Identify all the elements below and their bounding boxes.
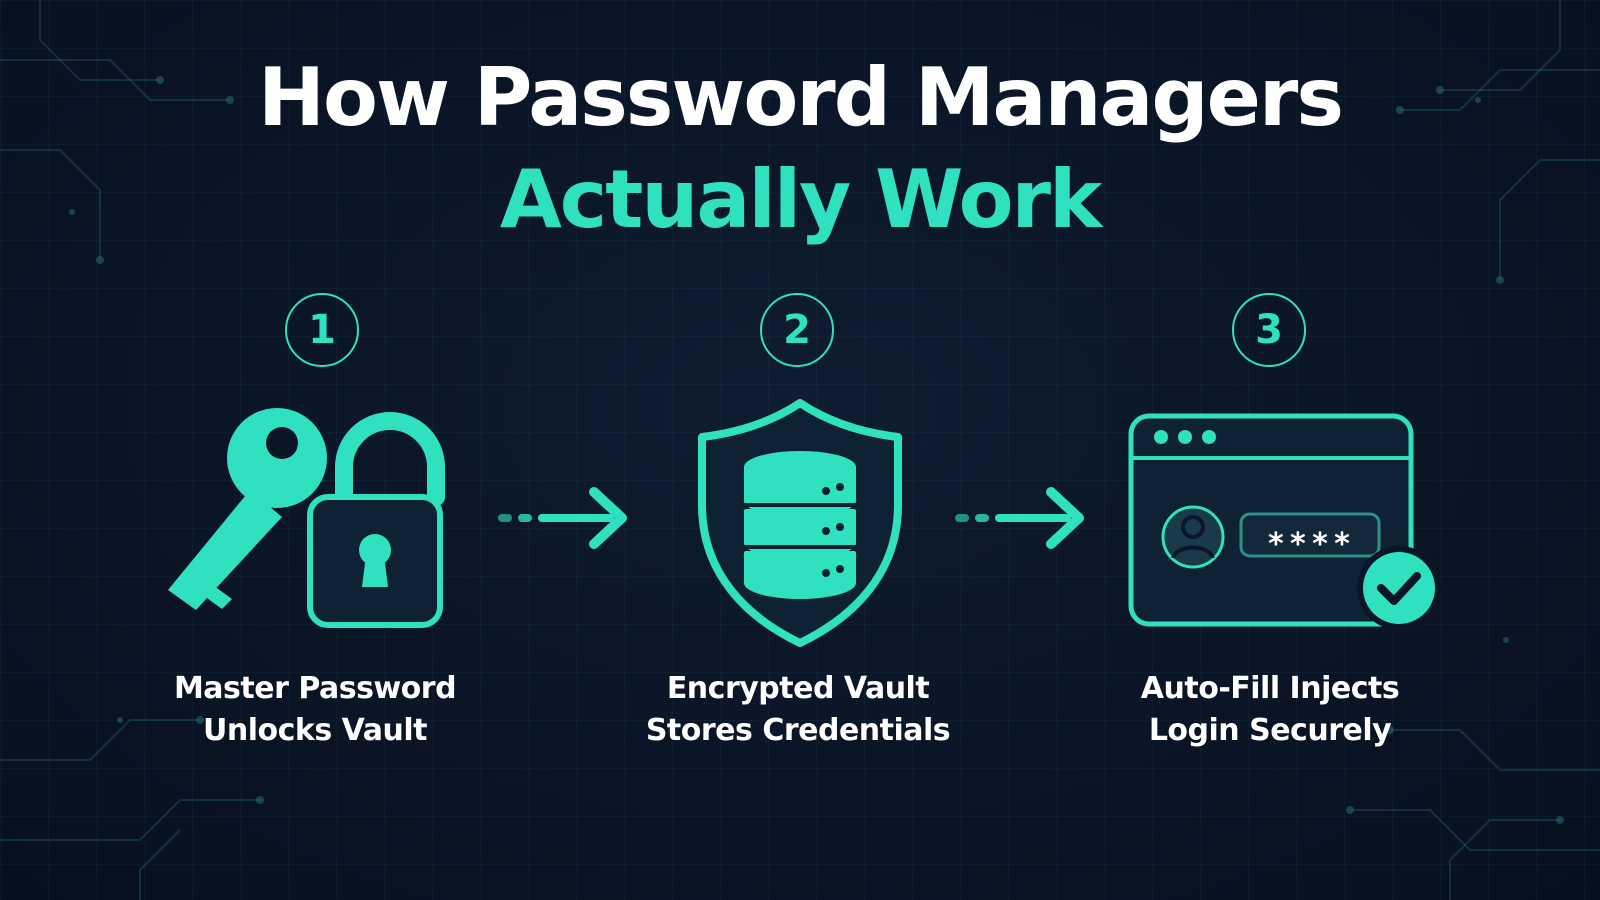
step-number-2: 2 bbox=[760, 293, 834, 367]
step-label-2: Encrypted Vault Stores Credentials bbox=[598, 668, 998, 752]
dashed-arrow-right-icon bbox=[498, 487, 627, 549]
step-label-1-line-2: Unlocks Vault bbox=[203, 713, 427, 748]
step-number-3: 3 bbox=[1232, 293, 1306, 367]
checkmark-badge-icon bbox=[1357, 546, 1441, 630]
step-label-3-line-1: Auto-Fill Injects bbox=[1140, 671, 1400, 706]
user-avatar-icon bbox=[1161, 505, 1225, 569]
masked-password-field: **** bbox=[1266, 527, 1356, 562]
title-line-2: Actually Work bbox=[499, 153, 1102, 246]
dashed-arrow-right-icon bbox=[955, 487, 1084, 549]
step-number-1: 1 bbox=[285, 293, 359, 367]
step-label-3-line-2: Login Securely bbox=[1148, 713, 1392, 748]
key-and-padlock-icon bbox=[168, 408, 445, 628]
step-label-2-line-1: Encrypted Vault bbox=[666, 671, 930, 706]
shield-database-icon bbox=[698, 399, 902, 647]
step-label-3: Auto-Fill Injects Login Securely bbox=[1070, 668, 1470, 752]
step-label-2-line-2: Stores Credentials bbox=[645, 713, 951, 748]
title-line-1: How Password Managers bbox=[258, 51, 1344, 144]
browser-login-icon bbox=[1128, 413, 1441, 630]
step-label-1: Master Password Unlocks Vault bbox=[115, 668, 515, 752]
step-label-1-line-1: Master Password bbox=[173, 671, 457, 706]
